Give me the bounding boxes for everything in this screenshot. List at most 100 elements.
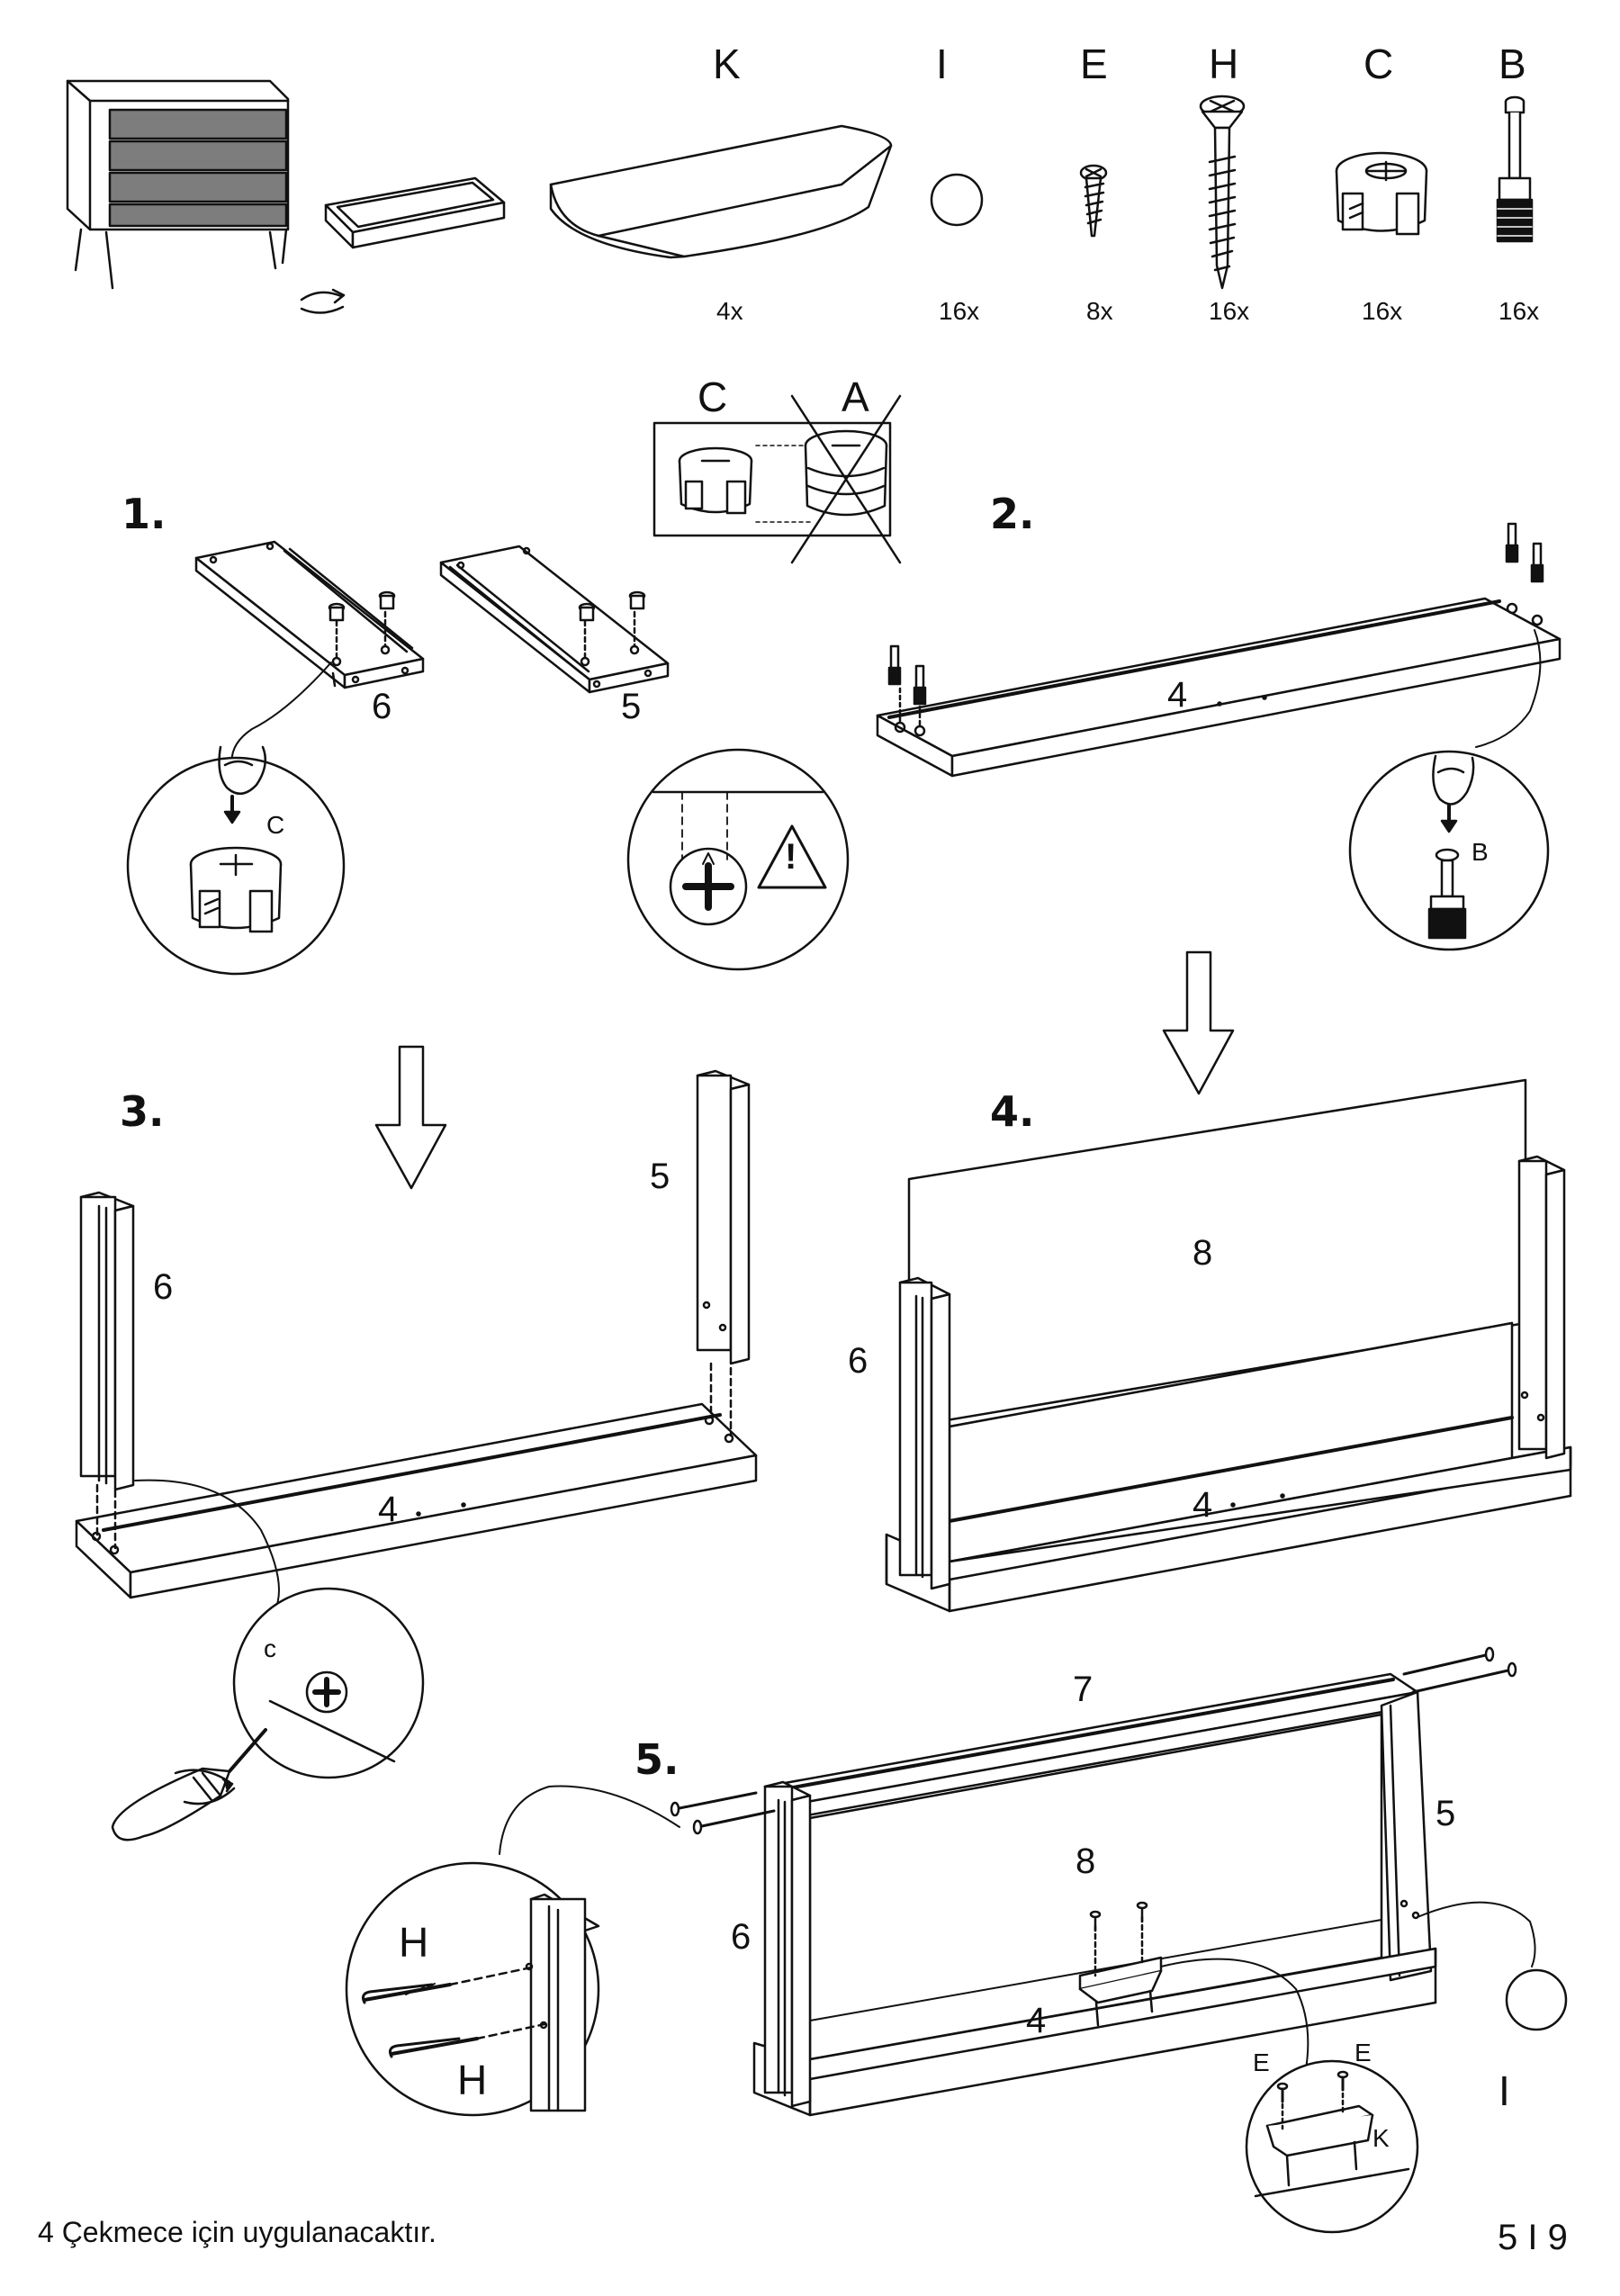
leader-line — [134, 1479, 280, 1612]
handle-screw-detail-circle — [1245, 2059, 1419, 2234]
footer-note: 4 Çekmece için uygulanacaktır. — [38, 2216, 436, 2248]
label-screw-h: H — [399, 1919, 429, 1966]
label-screw-e: E — [1253, 2048, 1270, 2076]
cam-insert-detail-circle — [126, 745, 346, 976]
label-panel-6: 6 — [848, 1341, 868, 1381]
bolt-b-small — [1530, 542, 1544, 583]
assembly-step5 — [670, 1646, 1517, 2117]
cam-c-icon — [1335, 151, 1428, 236]
screw-e-small — [1089, 1910, 1102, 1932]
compare-label-correct: C — [698, 374, 728, 420]
screw-e-small — [1136, 1901, 1148, 1923]
part-letter-h: H — [1209, 41, 1239, 87]
panel-6-step4 — [898, 1276, 951, 1590]
cam-comparison-box — [652, 394, 902, 564]
label-panel-7: 7 — [1073, 1670, 1094, 1709]
step-number-3: 3. — [120, 1087, 165, 1136]
orientation-warning-circle — [626, 748, 850, 971]
compare-label-wrong: A — [842, 374, 869, 420]
label-screw-e: E — [1354, 2039, 1372, 2066]
assembly-step4 — [885, 1078, 1572, 1613]
screw-h-detail-circle — [345, 1861, 600, 2117]
step-number-1: 1. — [122, 490, 166, 538]
label-cam-c: C — [266, 811, 285, 839]
label-panel-6: 6 — [153, 1267, 174, 1307]
bolt-insert-detail-circle — [1348, 750, 1550, 951]
label-panel-5: 5 — [621, 687, 642, 726]
cap-i-icon — [930, 173, 984, 227]
part-qty-c: 16x — [1362, 297, 1403, 325]
screw-h-icon — [1199, 95, 1246, 290]
part-letter-i: I — [936, 41, 948, 87]
part-qty-b: 16x — [1498, 297, 1540, 325]
step-number-2: 2. — [990, 490, 1035, 538]
cross-out-line-2 — [790, 394, 902, 564]
cam-lock-detail-circle — [232, 1587, 425, 1779]
label-cam-c-lower: c — [264, 1634, 276, 1662]
label-panel-4: 4 — [378, 1490, 399, 1529]
cap-i-icon — [1505, 1968, 1568, 2031]
handle-k-illustration — [549, 124, 893, 259]
part-letter-b: B — [1498, 41, 1526, 87]
bolt-b-small — [913, 664, 927, 706]
label-panel-5: 5 — [1436, 1794, 1456, 1833]
cam-c-correct-illustration — [678, 446, 753, 515]
panel-6-step1 — [194, 540, 425, 689]
label-cap-i: I — [1498, 2067, 1510, 2114]
part-letter-e: E — [1080, 41, 1108, 87]
leader-line — [1160, 1958, 1310, 2075]
screw-h-small — [670, 1646, 1517, 1835]
bolt-b-small — [1505, 522, 1519, 563]
panel-5-step1 — [439, 545, 670, 694]
down-arrow-icon — [1162, 950, 1235, 1095]
part-qty-i: 16x — [939, 297, 980, 325]
part-letter-c: C — [1364, 41, 1394, 87]
label-handle-k: K — [1372, 2124, 1390, 2152]
rotate-arrow-icon — [300, 288, 346, 314]
down-arrow-icon — [374, 1045, 447, 1190]
label-panel-6: 6 — [372, 687, 392, 726]
panel-6-step3 — [79, 1191, 135, 1550]
cam-a-wrong-illustration — [804, 429, 888, 517]
step-number-5: 5. — [634, 1735, 680, 1784]
warning-exclamation: ! — [785, 837, 797, 877]
page-number: 5 I 9 — [1498, 2218, 1568, 2257]
panel-4-step3 — [75, 1402, 758, 1599]
screw-e-icon — [1079, 164, 1108, 238]
part-letter-k: K — [713, 41, 741, 87]
label-panel-8: 8 — [1076, 1841, 1096, 1881]
cam-c-small — [578, 602, 596, 622]
label-panel-6: 6 — [731, 1917, 752, 1957]
cam-c-small — [628, 590, 646, 610]
label-panel-4: 4 — [1026, 2001, 1047, 2040]
leader-line — [499, 1785, 680, 1855]
label-panel-8: 8 — [1192, 1233, 1213, 1273]
panel-5-step4 — [1517, 1155, 1566, 1460]
step-number-4: 4. — [990, 1087, 1035, 1136]
screwdriver-icon — [111, 1728, 267, 1841]
panel-5-step3 — [696, 1069, 751, 1437]
part-qty-k: 4x — [716, 297, 743, 325]
leader-line — [230, 662, 332, 775]
label-panel-4: 4 — [1167, 675, 1188, 715]
label-screw-h: H — [457, 2057, 488, 2103]
leader-line — [1417, 1901, 1536, 1967]
panel-4-step2 — [876, 522, 1562, 778]
dresser-illustration — [66, 79, 290, 290]
leader-line — [1475, 629, 1542, 748]
bolt-b-icon — [1496, 95, 1534, 243]
drawer-box-illustration — [324, 176, 506, 249]
label-bolt-b: B — [1472, 838, 1489, 866]
warning-icon — [757, 824, 827, 889]
panel-6-step5 — [763, 1780, 812, 2108]
part-qty-e: 8x — [1086, 297, 1113, 325]
label-panel-5: 5 — [650, 1157, 670, 1196]
label-panel-4: 4 — [1192, 1485, 1213, 1525]
cam-c-small — [378, 590, 396, 610]
bolt-b-small — [887, 644, 902, 686]
part-qty-h: 16x — [1209, 297, 1250, 325]
handle-k-on-panel — [1078, 1901, 1163, 2027]
cam-c-small — [328, 602, 346, 622]
